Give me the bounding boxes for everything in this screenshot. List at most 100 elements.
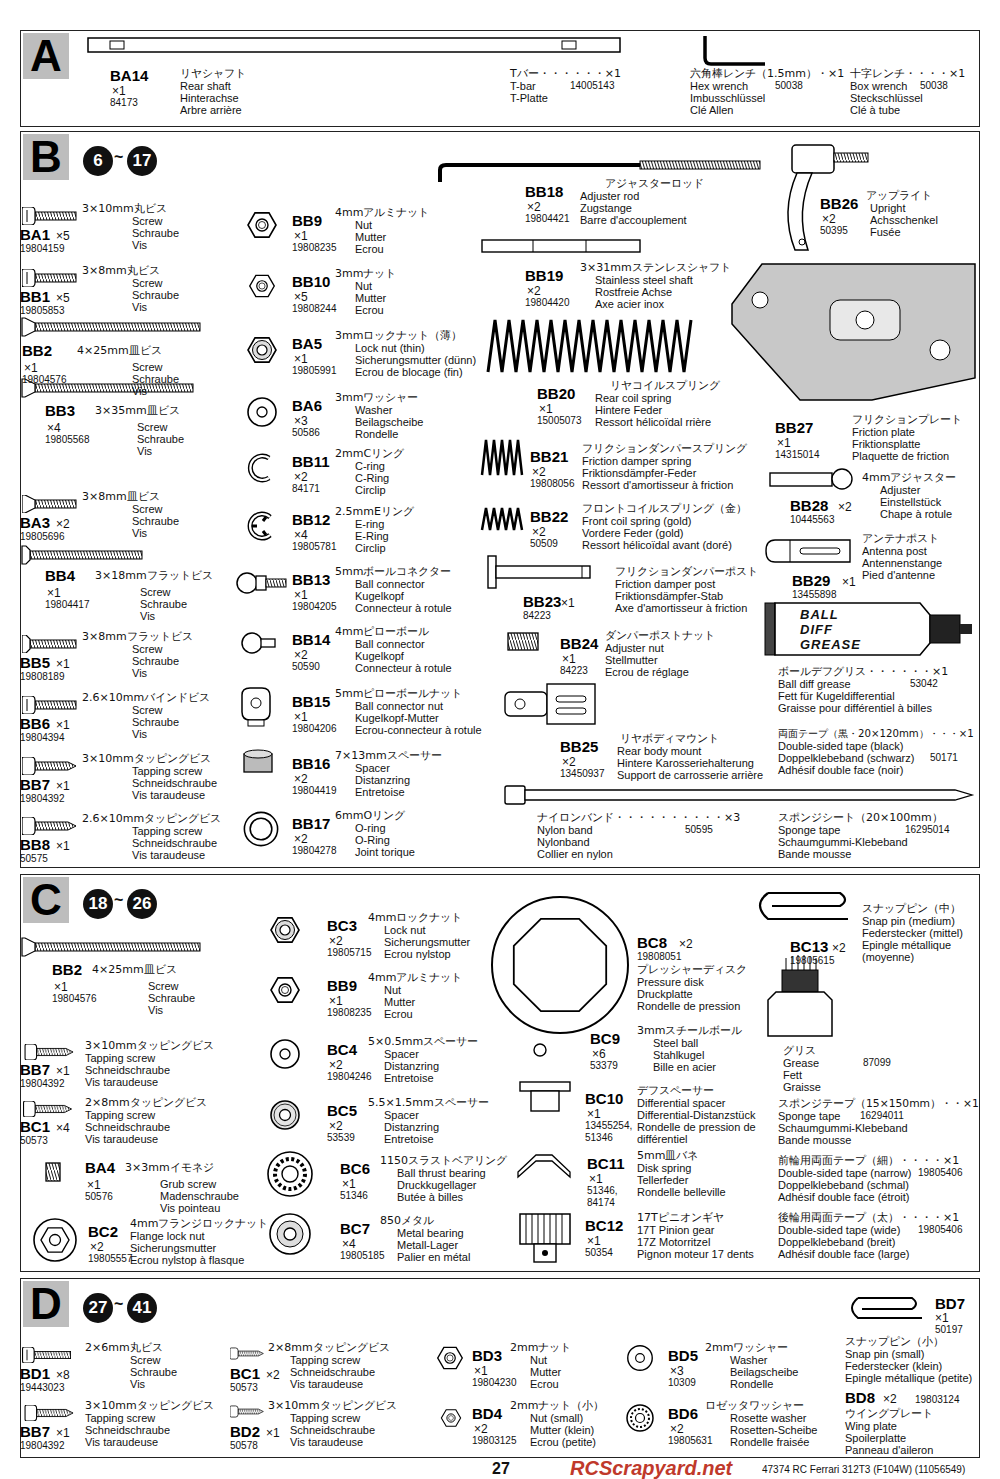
quantity: ×2	[883, 1392, 897, 1406]
pressure-disk	[492, 897, 628, 1033]
pan-screw	[23, 1347, 71, 1363]
part-name: Schraube	[132, 289, 179, 301]
part-name-ja: リヤボディマウント	[620, 733, 719, 745]
antenna-post	[766, 540, 850, 562]
metal-bearing	[270, 1214, 310, 1254]
nut-icon	[248, 213, 276, 237]
part-name: Differential-Distanzstück	[637, 1109, 755, 1121]
range-mark: ~	[114, 148, 123, 166]
long-screw	[22, 318, 35, 336]
part-name-ja: 3mmワッシャー	[335, 392, 418, 404]
body-mount	[556, 696, 586, 702]
steel-ball	[534, 1044, 546, 1056]
part-code: BB27	[775, 420, 813, 436]
part-name: Screw	[132, 704, 163, 716]
quantity: ×1	[294, 588, 308, 602]
part-code: BB25	[560, 739, 598, 755]
part-number: 19805557	[88, 1253, 133, 1265]
part-name-ja: アジャスターロッド	[605, 178, 704, 190]
part-name: Ball diff grease	[778, 678, 851, 690]
antenna-post	[766, 540, 850, 562]
rear-spring	[488, 320, 691, 372]
part-name: Stainless steel shaft	[595, 274, 693, 286]
part-name: Tapping screw	[132, 765, 202, 777]
part-code: BB2	[22, 343, 52, 359]
part-name: Pied d'antenne	[862, 569, 935, 581]
quantity: ×5	[294, 290, 308, 304]
quantity: ×2	[679, 937, 693, 951]
pillow-ball	[242, 633, 262, 653]
tapping-screw	[25, 1405, 73, 1421]
part-name: Clé à tube	[850, 104, 900, 116]
part-name: Friction damper spring	[582, 455, 691, 467]
steel-shaft	[533, 240, 534, 252]
front-spring	[482, 508, 522, 530]
thrust-bearing	[268, 1152, 312, 1196]
part-number: 19805406	[918, 1167, 963, 1179]
hex-wrench	[705, 36, 765, 64]
part-name: Schraube	[148, 992, 195, 1004]
metal-bearing	[284, 1228, 296, 1240]
part-name: Circlip	[355, 542, 386, 554]
pinion-gear	[542, 1250, 548, 1256]
part-name: Achsschenkel	[870, 214, 938, 226]
part-name: Kugelkopf	[355, 650, 404, 662]
part-name: Axe acier inox	[595, 298, 664, 310]
part-name: Ecrou	[355, 304, 384, 316]
part-name: Schneidschraube	[290, 1366, 375, 1378]
part-name: Imbusschlüssel	[690, 92, 765, 104]
part-code: BB4	[45, 568, 75, 584]
part-name-ja: 3×10mmタッピングビス	[85, 1400, 214, 1412]
metal-bearing	[270, 1214, 310, 1254]
part-code: BB8	[20, 837, 50, 853]
part-name: Tapping screw	[85, 1412, 155, 1424]
part-name: Plaquette de friction	[852, 450, 949, 462]
part-code: BB9	[327, 978, 357, 994]
part-name: Ecrou	[355, 243, 384, 255]
step-number-text: 26	[133, 889, 152, 919]
upright	[788, 173, 812, 250]
part-name: Adjuster rod	[580, 190, 639, 202]
step-number: 26	[127, 889, 157, 919]
part-name-ja: 3×8mm皿ビス	[82, 491, 160, 503]
part-name: Front coil spring (gold)	[582, 515, 691, 527]
part-name: Nut	[355, 280, 372, 292]
part-number: 53379	[590, 1060, 618, 1072]
part-name: Entretoise	[384, 1133, 434, 1145]
part-code: BD2	[230, 1424, 260, 1440]
part-name-ja: 4mmロックナット	[368, 912, 462, 924]
quantity: ×1	[294, 352, 308, 366]
part-name: Ecrou (petite)	[530, 1436, 596, 1448]
quantity: ×1	[935, 1311, 949, 1325]
part-number: 13450937	[560, 768, 605, 780]
part-name: Double-sided tape (black)	[778, 740, 903, 752]
part-name-ja: 3×3mmイモネジ	[125, 1162, 214, 1174]
part-name: Bande mousse	[778, 1134, 851, 1146]
grease-tube	[775, 603, 930, 655]
part-name: Butée à billes	[397, 1191, 463, 1203]
part-name-ja: 5mm皿バネ	[637, 1150, 698, 1162]
part-name-ja: 十字レンチ・・・・×1	[850, 68, 965, 80]
part-name: Rondelle belleville	[637, 1186, 726, 1198]
quantity: ×1	[56, 1064, 70, 1078]
part-number: 50586	[292, 427, 320, 439]
damper-post	[488, 556, 590, 588]
part-name-ja: 3mmロックナット（薄）	[335, 330, 462, 342]
part-code: BC3	[327, 918, 357, 934]
part-number: 19808051	[637, 951, 682, 963]
part-name: Zugstange	[580, 202, 632, 214]
part-number: 16294011	[860, 1110, 904, 1122]
part-code: BB1	[20, 289, 50, 305]
part-name: Vis	[130, 1378, 145, 1390]
part-name: Vis	[132, 527, 147, 539]
grease-tube	[765, 603, 775, 655]
grease-tube	[960, 624, 972, 634]
step-number-text: 6	[93, 146, 102, 176]
watermark: RCScrapyard.net	[570, 1457, 732, 1479]
part-name-ja: フロントコイルスプリング（金）	[582, 503, 747, 515]
ball-connector	[256, 576, 266, 590]
part-number: 19804205	[292, 601, 337, 613]
snap-pin	[852, 1298, 922, 1318]
part-name: Rondelle fraisée	[730, 1436, 810, 1448]
adjuster-pin	[770, 473, 832, 486]
